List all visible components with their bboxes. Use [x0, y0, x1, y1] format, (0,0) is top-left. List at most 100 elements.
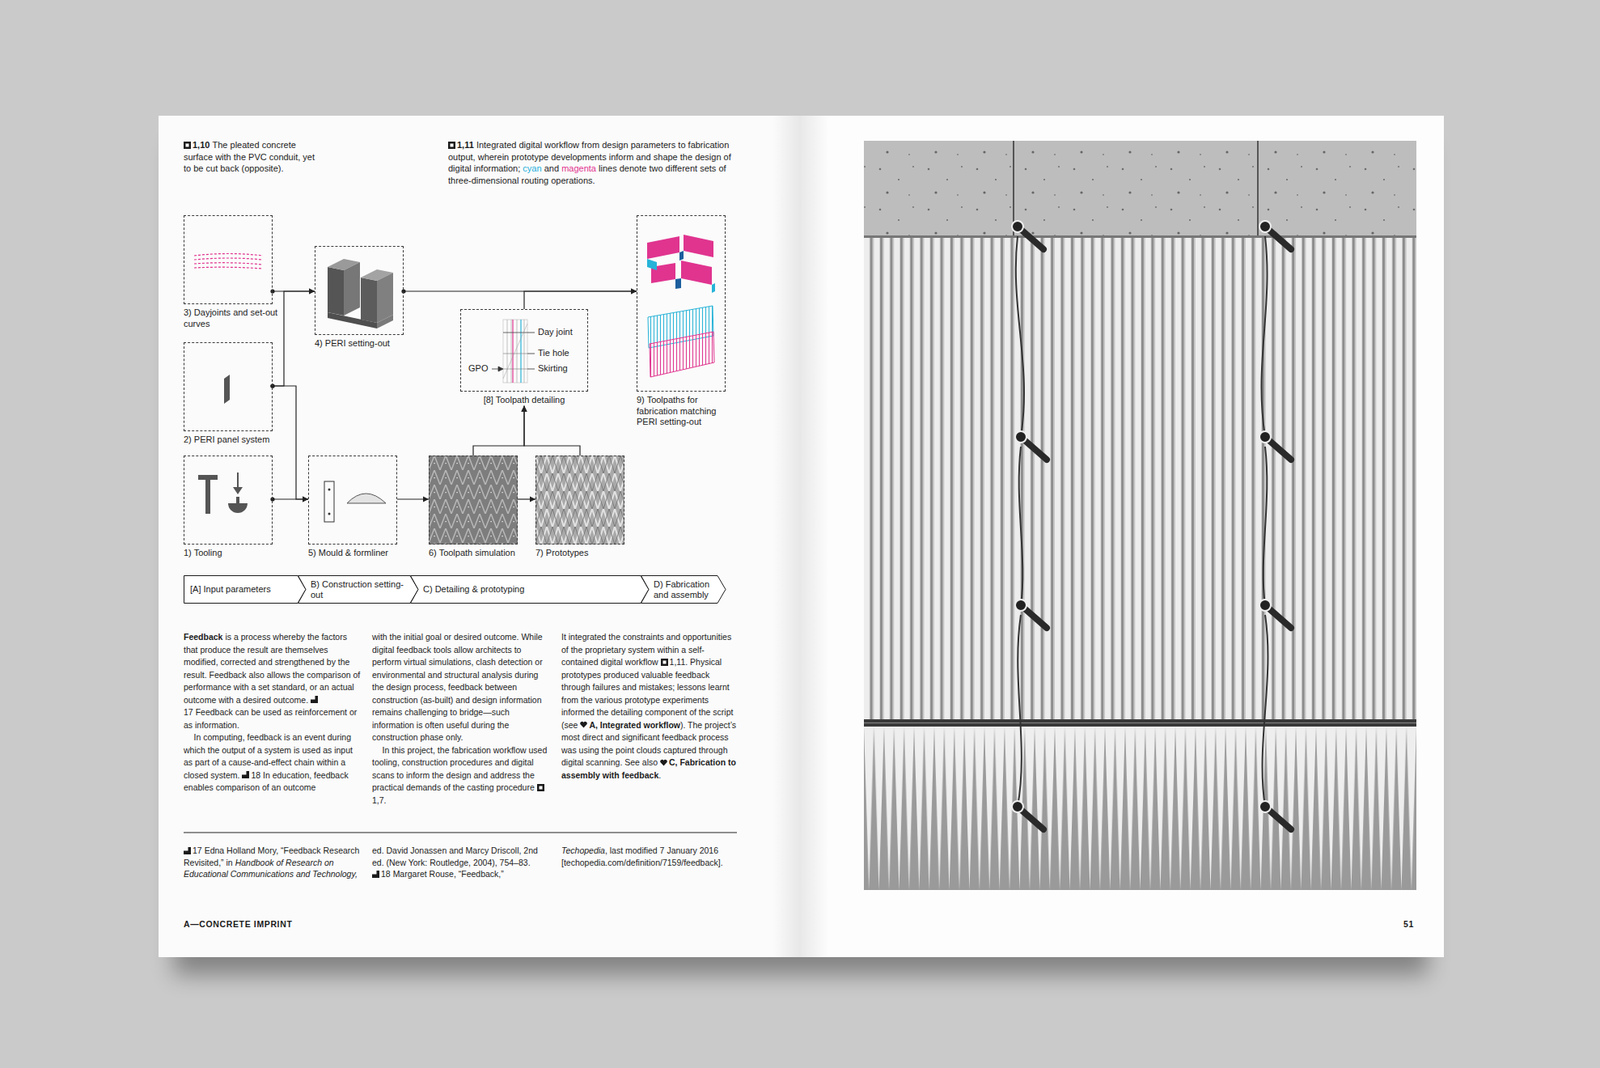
toolpath-blocks: [647, 236, 680, 259]
connector-arrow: [524, 406, 580, 457]
tooling-icon: [232, 486, 243, 495]
setting-out-block: [376, 272, 394, 323]
process-box: 9) Toolpaths for fabrication matching PE…: [636, 215, 726, 428]
concrete-photo: [1257, 140, 1259, 238]
node-label: 9) Toolpaths for fabrication matching PE…: [636, 394, 737, 428]
cross-ref-heart: [580, 721, 588, 729]
tooling-icon: [198, 472, 248, 514]
leader-line: [527, 332, 535, 334]
dashed-frame: [308, 455, 398, 545]
stage-chevron: [A] Input parameters: [183, 575, 306, 604]
mould-icon: [328, 488, 331, 492]
process-box: [8] Toolpath detailingDay jointTie holeS…: [460, 308, 589, 407]
footnote-rule: [183, 832, 737, 834]
chevron-outline: [298, 575, 420, 604]
footnote-icon: [310, 695, 318, 703]
paragraph: It integrated the constraints and opport…: [561, 630, 738, 782]
node-label: 1) Tooling: [183, 547, 284, 559]
concrete-photo: [1262, 614, 1269, 807]
part-label: GPO: [468, 363, 488, 374]
text-column: with the initial goal or desired outcome…: [372, 630, 552, 807]
running-footer: A—CONCRETE IMPRINT: [183, 918, 427, 930]
setting-out-block: [360, 277, 377, 323]
concrete-photo: [1011, 220, 1292, 830]
process-box: 7) Prototypes: [535, 455, 625, 559]
body-text: 51: [1403, 918, 1414, 929]
node-label: 5) Mould & formliner: [308, 547, 411, 559]
leader-line: [527, 353, 535, 355]
toolpath-blocks: [711, 283, 716, 293]
page: [158, 115, 1444, 957]
footnote-icon: [310, 695, 318, 703]
figure-caption: 1,10The pleated concrete surface with th…: [183, 139, 320, 175]
reference-number: 18: [380, 868, 391, 879]
connector-arrow: [517, 498, 536, 500]
process-box: 6) Toolpath simulation: [428, 455, 518, 559]
node-label: 4) PERI setting-out: [314, 338, 417, 350]
toolpath-blocks: [675, 278, 682, 289]
footnote-icon: [241, 770, 250, 779]
junction-dot: [270, 383, 275, 388]
tooling-icon: [198, 474, 218, 480]
tooling-icon: [236, 496, 240, 504]
process-box: 5) Mould & formliner: [308, 455, 398, 559]
toolpath-simulation-image: [428, 455, 518, 545]
body-text: Techopedia: [561, 845, 606, 856]
detailing-sketch: [520, 319, 521, 383]
toolpath-blocks: [681, 260, 712, 285]
dayjoint-curves: [194, 266, 263, 269]
toolpath-blocks: [679, 250, 684, 261]
concrete-photo: [1259, 800, 1271, 813]
tooling-icon: [228, 503, 248, 513]
body-text: In this project, the fabrication workflo…: [372, 744, 547, 793]
figure-ref-icon: [450, 143, 454, 147]
concrete-photo: [863, 235, 1417, 238]
body-text: with the initial goal or desired outcome…: [372, 631, 543, 742]
footnote: ed. David Jonassen and Marcy Driscoll, 2…: [372, 844, 552, 868]
figure-ref-icon: [537, 783, 545, 792]
concrete-photo: [1019, 446, 1024, 606]
dashed-frame: [636, 215, 726, 392]
tooling-icon: [205, 479, 211, 514]
paragraph: In computing, feedback is an event durin…: [183, 731, 364, 795]
reference-number: 18: [250, 770, 261, 780]
reference-number: 17: [183, 706, 194, 717]
tooling-icon: [237, 472, 239, 489]
concrete-photo: [1259, 599, 1271, 611]
concrete-photo: [1261, 236, 1267, 437]
figure-ref-icon: [660, 658, 669, 666]
stage-label: [A] Input parameters: [183, 575, 306, 595]
setting-out-block: [343, 262, 360, 316]
footnote: Techopedia, last modified 7 January 2016…: [561, 844, 738, 868]
concrete-photo: [863, 722, 1417, 724]
toolpath-blocks: [647, 234, 716, 377]
concrete-photo: [863, 140, 1417, 238]
dashed-frame: [183, 455, 273, 545]
setting-out-block: [327, 258, 394, 329]
figure-ref-icon: [183, 141, 191, 149]
footnote-icon: [372, 870, 380, 878]
node-label: [8] Toolpath detailing: [460, 394, 589, 407]
detailing-sketch: [511, 319, 513, 383]
junction-dot: [270, 496, 275, 501]
body-text: Feedback can be used as reinforcement or…: [183, 706, 357, 730]
detailing-sketch: [503, 319, 528, 383]
chevron-outline: [184, 575, 307, 604]
concrete-photo: [863, 719, 1417, 727]
text-column: It integrated the constraints and opport…: [561, 630, 738, 782]
mould-icon: [324, 481, 335, 522]
page-number: 51: [1335, 918, 1417, 930]
body-text: A, Integrated workflow: [588, 719, 681, 730]
concrete-photo: [863, 140, 1417, 890]
node-label: 3) Dayjoints and set-out curves: [183, 307, 284, 330]
panel-icon: [224, 374, 230, 404]
concrete-photo: [1015, 431, 1027, 443]
prototype-image: [535, 455, 625, 545]
reference-number: 1,7.: [372, 795, 387, 805]
concrete-photo: [1017, 614, 1022, 807]
footnote: 18Margaret Rouse, “Feedback,”: [372, 867, 552, 881]
concrete-photo: [863, 140, 1417, 238]
footnote-icon: [372, 870, 380, 878]
footnote-column: ed. David Jonassen and Marcy Driscoll, 2…: [372, 844, 552, 881]
dashed-frame: [314, 245, 404, 335]
